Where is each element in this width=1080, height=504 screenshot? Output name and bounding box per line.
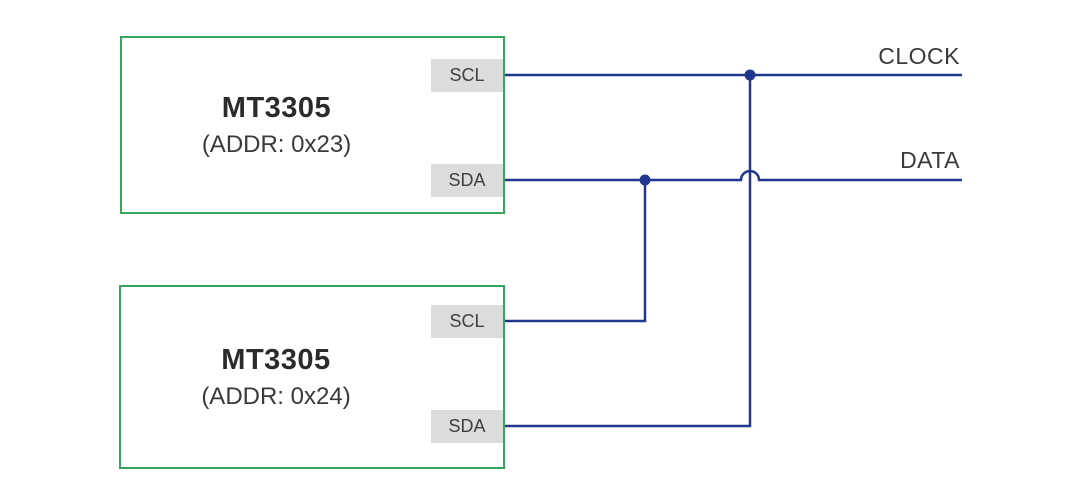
clock-bus-label: CLOCK (878, 43, 960, 69)
bottom-scl-branch-wire (505, 180, 647, 323)
bottom-sda-branch-wire (505, 75, 752, 428)
chip-box-0x23: MT3305 (ADDR: 0x23) SCL SDA (120, 36, 505, 214)
chip-name: MT3305 (221, 344, 331, 377)
pin-scl: SCL (431, 59, 503, 92)
clock-junction-dot (744, 69, 756, 81)
chip-box-0x24: MT3305 (ADDR: 0x24) SCL SDA (119, 285, 505, 469)
data-junction-dot (639, 174, 651, 186)
pin-scl: SCL (431, 305, 503, 338)
chip-address: (ADDR: 0x23) (201, 130, 352, 158)
data-bus-wire (505, 169, 962, 182)
chip-text-block: MT3305 (ADDR: 0x24) (121, 287, 503, 467)
pin-sda: SDA (431, 164, 503, 197)
chip-address: (ADDR: 0x24) (201, 382, 351, 410)
chip-name: MT3305 (221, 92, 332, 125)
chip-text-block: MT3305 (ADDR: 0x23) (122, 38, 503, 212)
pin-sda: SDA (431, 410, 503, 443)
data-bus-label: DATA (900, 147, 960, 173)
